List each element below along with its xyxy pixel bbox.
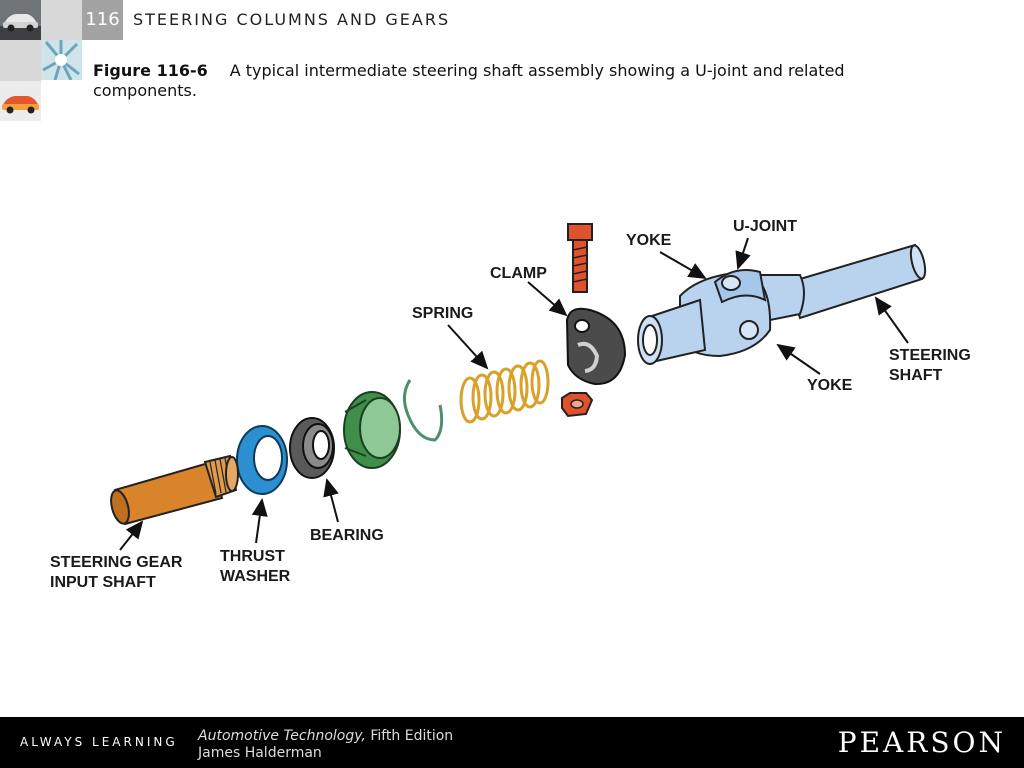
- thrust-washer: [236, 425, 288, 495]
- label-u-joint: U-JOINT: [733, 218, 797, 235]
- footer-author: James Halderman: [198, 745, 322, 761]
- arrow-steering-shaft: [874, 296, 909, 344]
- bearing: [289, 417, 335, 479]
- header-grey-block: [41, 0, 82, 40]
- car-thumbnail-red: [0, 81, 41, 121]
- spring: [459, 359, 550, 424]
- label-steering-shaft-1: STEERING: [889, 347, 971, 364]
- label-spring: SPRING: [412, 305, 473, 322]
- footer-book-title: Automotive Technology,: [198, 728, 366, 744]
- footer-tagline: ALWAYS LEARNING: [20, 735, 178, 749]
- seal: [343, 391, 401, 469]
- crystal-thumbnail: [41, 40, 82, 80]
- footer-book-info: Automotive Technology, Fifth Edition Jam…: [198, 728, 453, 762]
- label-input-shaft-2: INPUT SHAFT: [50, 574, 156, 591]
- clamp-nut: [561, 392, 594, 418]
- chapter-title: STEERING COLUMNS AND GEARS: [133, 10, 451, 29]
- figure-number: Figure 116-6: [93, 61, 208, 80]
- steering-shaft: [788, 243, 927, 320]
- exploded-view-diagram: YOKE U-JOINT CLAMP SPRING STEERING SHAFT…: [50, 218, 971, 591]
- steering-gear-input-shaft: [110, 454, 239, 526]
- arrow-yoke-top: [659, 251, 707, 280]
- leader-arrows: [119, 237, 909, 551]
- steering-shaft-illustration: YOKE U-JOINT CLAMP SPRING STEERING SHAFT…: [0, 200, 1024, 620]
- retaining-clip: [403, 379, 444, 442]
- label-input-shaft-1: STEERING GEAR: [50, 554, 183, 571]
- arrow-yoke-bottom: [776, 343, 821, 375]
- arrow-spring: [447, 324, 489, 370]
- label-yoke-bottom: YOKE: [807, 377, 853, 394]
- clamp: [565, 307, 627, 386]
- header-grey-block-2: [0, 40, 41, 81]
- footer-edition: Fifth Edition: [365, 728, 454, 744]
- arrow-clamp: [527, 281, 568, 317]
- arrow-u-joint: [735, 237, 751, 270]
- label-steering-shaft-2: SHAFT: [889, 367, 943, 384]
- u-joint-assembly: [637, 269, 805, 365]
- label-bearing: BEARING: [310, 527, 384, 544]
- car-thumbnail-silver: [0, 0, 41, 40]
- footer-bar: ALWAYS LEARNING Automotive Technology, F…: [0, 717, 1024, 768]
- chapter-number: 116: [82, 0, 123, 40]
- arrow-input-shaft: [119, 520, 144, 551]
- arrow-bearing: [323, 478, 339, 523]
- label-thrust-washer-2: WASHER: [220, 568, 291, 585]
- label-thrust-washer-1: THRUST: [220, 548, 285, 565]
- clamp-bolt: [567, 223, 593, 293]
- label-clamp: CLAMP: [490, 265, 547, 282]
- label-yoke-top: YOKE: [626, 232, 672, 249]
- publisher-logo: PEARSON: [837, 726, 1006, 759]
- caption-text: A typical intermediate steering shaft as…: [93, 61, 845, 100]
- arrow-thrust-washer: [251, 498, 268, 544]
